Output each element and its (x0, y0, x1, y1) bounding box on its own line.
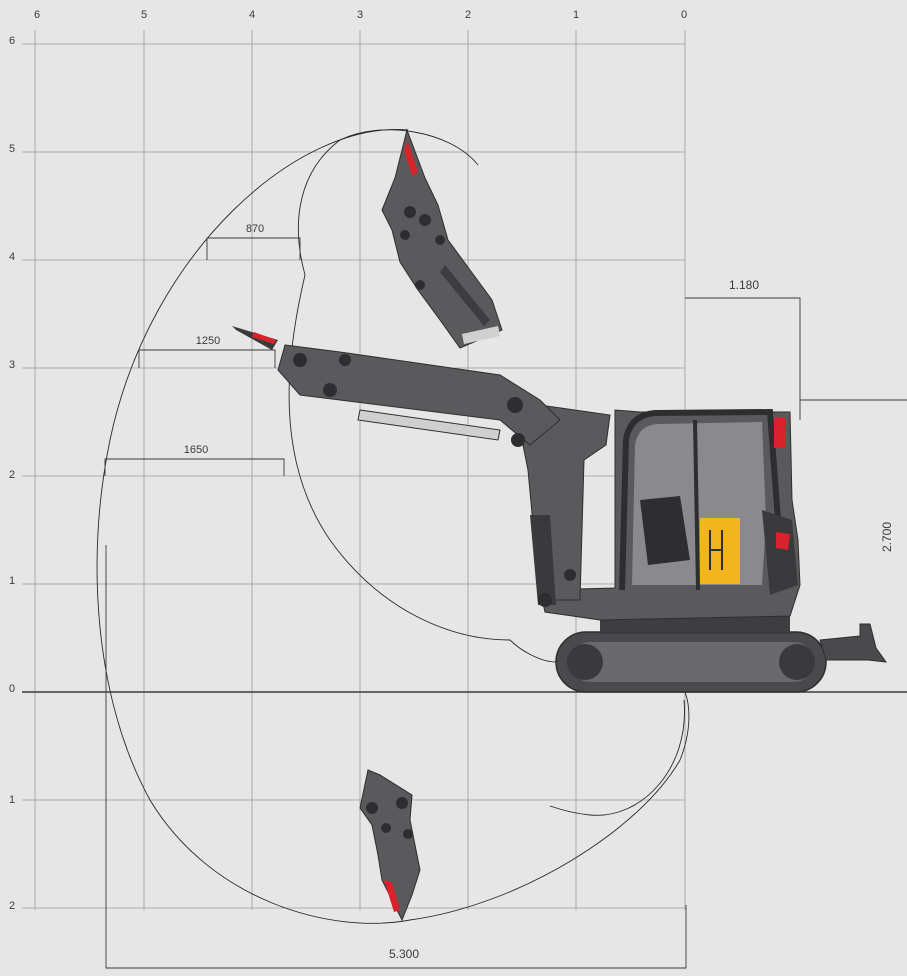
x-tick-label: 6 (34, 9, 40, 21)
dim-1650-bracket (104, 458, 285, 476)
x-tick-label: 4 (249, 9, 255, 21)
x-tick-label: 1 (573, 9, 579, 21)
y-axis-labels: 6 5 4 3 2 1 0 1 2 (9, 35, 15, 912)
engine-hood (762, 510, 798, 595)
raised-arm-cylinder (440, 265, 490, 326)
upper-reach-curve (288, 129, 557, 663)
dim-label-1650: 1650 (184, 444, 208, 456)
x-tick-label: 0 (681, 9, 687, 21)
x-tick-label: 5 (141, 9, 147, 21)
pin-joint (366, 802, 378, 814)
raised-arm-illustration (381, 128, 503, 349)
x-axis-labels: 6 5 4 3 2 1 0 (34, 9, 687, 21)
arm-bucket-tip-red (252, 332, 276, 344)
outer-reach-curve (96, 129, 690, 924)
y-tick-label: 3 (9, 359, 15, 371)
operator-seat (640, 496, 690, 565)
pin-joint (507, 397, 523, 413)
dim-label-5300: 5.300 (389, 947, 419, 961)
pin-joint (404, 206, 416, 218)
pin-joint (381, 823, 391, 833)
dim-label-870: 870 (246, 223, 264, 235)
arm-cylinder (357, 409, 501, 441)
dipper-arm (277, 344, 561, 446)
pin-joint (511, 433, 525, 447)
lower-dig-curve (549, 699, 685, 816)
boom-cylinder (530, 515, 556, 605)
pin-joint (323, 383, 337, 397)
y-tick-label: 2 (9, 900, 15, 912)
working-range-envelope (96, 129, 690, 924)
cab-pillar (693, 419, 700, 591)
dim-870-bracket (206, 237, 301, 260)
pin-joint (419, 214, 431, 226)
pin-joint (435, 235, 445, 245)
y-tick-label: 1 (9, 794, 15, 806)
y-tick-label: 0 (9, 683, 15, 695)
pin-joint (564, 569, 576, 581)
pin-joint (403, 829, 413, 839)
dozer-blade (819, 623, 888, 663)
x-tick-label: 3 (357, 9, 363, 21)
pin-joint (396, 797, 408, 809)
y-tick-label: 1 (9, 575, 15, 587)
dimension-labels: 870 1250 1650 1.180 5.300 2.700 (184, 223, 894, 961)
y-tick-label: 5 (9, 143, 15, 155)
dim-label-1250: 1250 (196, 335, 220, 347)
pin-joint (415, 280, 425, 290)
track-idler (567, 644, 603, 680)
raised-arm-bucket-tip (404, 140, 418, 176)
cab-frame (619, 408, 782, 591)
pin-joint (400, 230, 410, 240)
track-sprocket (779, 644, 815, 680)
arm-bucket-tip (232, 326, 278, 350)
red-mark (776, 532, 790, 550)
lowered-bucket-tip (384, 880, 400, 912)
excavator-illustration (232, 326, 888, 693)
pin-joint (293, 353, 307, 367)
rear-light (774, 418, 786, 448)
track-inner (570, 642, 814, 682)
dim-1180-bracket (685, 297, 801, 420)
y-tick-label: 6 (9, 35, 15, 47)
x-tick-label: 2 (465, 9, 471, 21)
lowered-bucket-illustration (359, 769, 421, 922)
dim-5300-bracket (105, 545, 687, 969)
raised-arm-detail (462, 326, 500, 344)
dimension-lines (104, 237, 907, 969)
dim-label-2700: 2.700 (880, 522, 894, 552)
dim-1250-bracket (138, 349, 276, 368)
grid (22, 30, 686, 910)
pin-joint (339, 354, 351, 366)
pin-joint (538, 593, 552, 607)
y-tick-label: 2 (9, 469, 15, 481)
y-tick-label: 4 (9, 251, 15, 263)
dim-label-1180: 1.180 (729, 278, 759, 292)
panel-mark (709, 530, 723, 570)
